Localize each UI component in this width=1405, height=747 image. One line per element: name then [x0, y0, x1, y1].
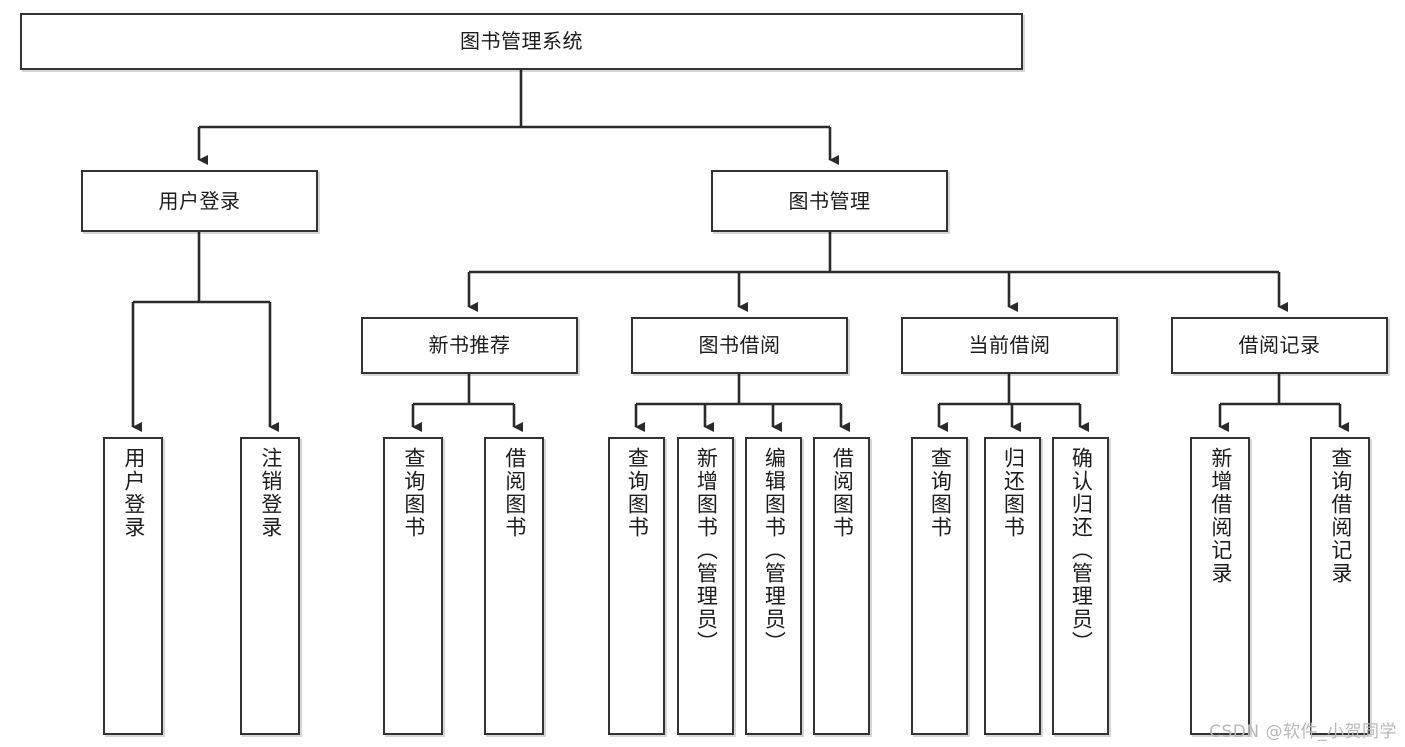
node-current-borrow[interactable]: 当前借阅 [901, 317, 1118, 374]
node-leaf-query-book-1[interactable]: 查询图书 [383, 437, 443, 735]
node-label: 新增图书（管理员） [694, 447, 719, 654]
node-new-book-recommend[interactable]: 新书推荐 [361, 317, 578, 374]
node-label: 新增借阅记录 [1208, 447, 1233, 585]
node-label: 借阅记录 [1238, 333, 1321, 357]
node-leaf-query-book-2[interactable]: 查询图书 [608, 437, 665, 735]
node-user-login[interactable]: 用户登录 [81, 170, 318, 232]
node-leaf-add-book-admin[interactable]: 新增图书（管理员） [677, 437, 734, 735]
node-label: 用户登录 [158, 188, 241, 213]
node-label: 查询图书 [928, 447, 953, 539]
node-leaf-borrow-book-1[interactable]: 借阅图书 [484, 437, 544, 735]
node-leaf-query-book-3[interactable]: 查询图书 [911, 437, 968, 735]
node-label: 当前借阅 [968, 333, 1051, 357]
node-leaf-confirm-return-admin[interactable]: 确认归还（管理员） [1052, 437, 1109, 735]
node-label: 确认归还（管理员） [1069, 447, 1094, 654]
node-label: 图书管理 [788, 188, 871, 213]
node-label: 借阅图书 [502, 447, 527, 539]
node-leaf-borrow-book-2[interactable]: 借阅图书 [813, 437, 870, 735]
node-root-system[interactable]: 图书管理系统 [20, 13, 1023, 70]
node-label: 借阅图书 [830, 447, 855, 539]
node-label: 归还图书 [1001, 447, 1026, 539]
node-leaf-return-book[interactable]: 归还图书 [984, 437, 1041, 735]
node-leaf-edit-book-admin[interactable]: 编辑图书（管理员） [745, 437, 802, 735]
node-leaf-query-borrow-record[interactable]: 查询借阅记录 [1310, 437, 1370, 735]
node-leaf-add-borrow-record[interactable]: 新增借阅记录 [1190, 437, 1250, 735]
node-label: 新书推荐 [428, 333, 511, 357]
node-label: 查询图书 [401, 447, 426, 539]
node-leaf-logout[interactable]: 注销登录 [240, 437, 300, 735]
node-book-management[interactable]: 图书管理 [711, 170, 948, 232]
node-label: 图书管理系统 [460, 29, 583, 53]
node-label: 编辑图书（管理员） [762, 447, 787, 654]
node-leaf-user-login[interactable]: 用户登录 [103, 437, 163, 735]
node-label: 用户登录 [121, 447, 146, 539]
node-book-borrow[interactable]: 图书借阅 [631, 317, 848, 374]
node-borrow-record[interactable]: 借阅记录 [1171, 317, 1388, 374]
node-label: 查询借阅记录 [1328, 447, 1353, 585]
node-label: 图书借阅 [698, 333, 781, 357]
node-label: 注销登录 [258, 447, 283, 539]
node-label: 查询图书 [625, 447, 650, 539]
